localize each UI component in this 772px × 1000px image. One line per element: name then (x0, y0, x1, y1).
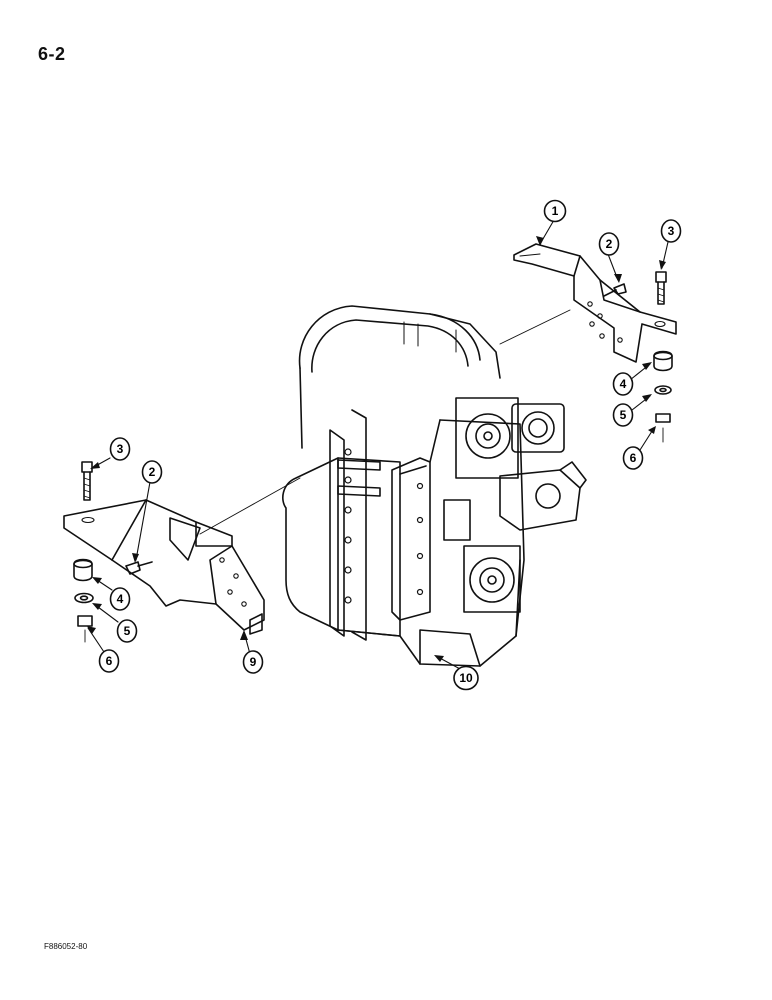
callout-5-right-washer: 5 (612, 403, 634, 427)
callout-6-left-nut: 6 (98, 649, 120, 673)
svg-text:9: 9 (250, 655, 257, 669)
callouts: 1 2 3 4 5 6 3 2 (98, 199, 682, 691)
svg-text:4: 4 (117, 592, 124, 606)
svg-text:5: 5 (124, 624, 131, 638)
svg-text:10: 10 (459, 671, 473, 685)
callout-2-left-bolt: 2 (141, 460, 163, 484)
right-mount-bracket (513, 243, 677, 363)
callout-1-right-bracket: 1 (543, 199, 567, 223)
leader-arrows (87, 236, 666, 662)
callout-4-left-insulator: 4 (109, 587, 131, 611)
svg-text:1: 1 (552, 204, 559, 218)
svg-text:3: 3 (117, 442, 124, 456)
svg-text:6: 6 (630, 451, 637, 465)
svg-text:6: 6 (106, 654, 113, 668)
svg-text:3: 3 (668, 224, 675, 238)
left-mount-bracket (63, 499, 265, 635)
page-number: 6-2 (38, 44, 66, 64)
callout-6-right-nut: 6 (622, 446, 644, 470)
left-hardware (73, 461, 153, 643)
assembly-lines (199, 309, 571, 535)
callout-9-left-bracket: 9 (242, 650, 264, 674)
svg-text:4: 4 (620, 377, 627, 391)
callout-3-left-bolt: 3 (109, 437, 131, 461)
svg-text:2: 2 (149, 465, 156, 479)
callout-3-right-bolt: 3 (660, 219, 682, 243)
figure-code: F886052-80 (44, 942, 88, 951)
svg-text:5: 5 (620, 408, 627, 422)
callout-10-transmission: 10 (453, 665, 479, 691)
svg-text:2: 2 (606, 237, 613, 251)
callout-2-right-bolt: 2 (598, 232, 620, 256)
callout-4-right-insulator: 4 (612, 372, 634, 396)
right-hardware (603, 271, 673, 443)
callout-5-left-washer: 5 (116, 619, 138, 643)
transmission-housing (282, 305, 587, 667)
